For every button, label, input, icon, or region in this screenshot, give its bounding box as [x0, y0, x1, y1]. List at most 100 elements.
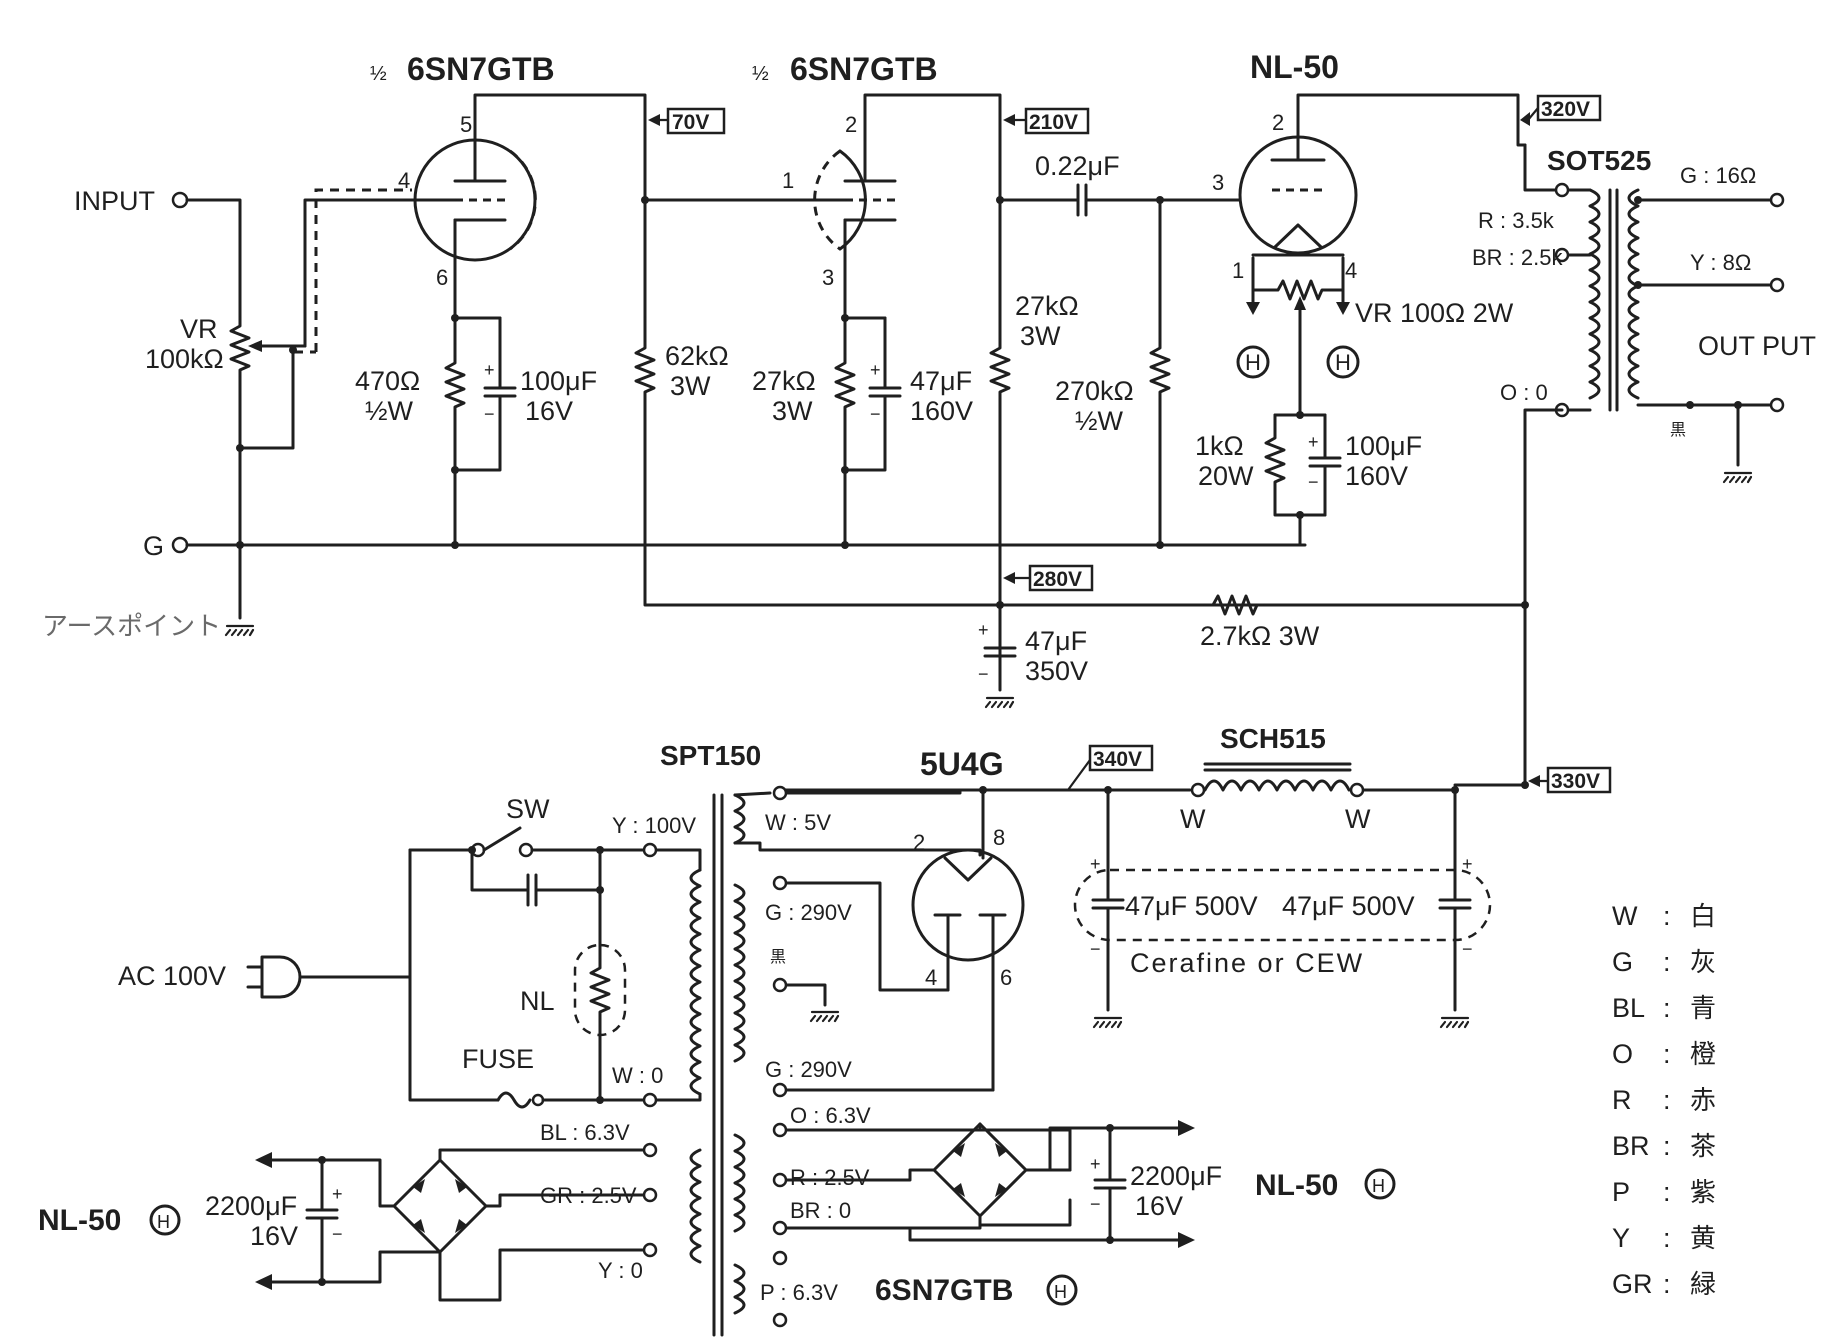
pt-name: SPT150 [660, 740, 761, 771]
v1b-tube [808, 138, 897, 264]
legend-code-7: Y [1612, 1223, 1630, 1253]
legend-code-1: G [1612, 947, 1633, 977]
heater-bridge-left [392, 1158, 488, 1254]
v1b-pin-cathode: 3 [822, 265, 834, 290]
legend-code-3: O [1612, 1039, 1633, 1069]
legend-sep-2: : [1663, 993, 1671, 1023]
nl50-cathode-resistor [1264, 428, 1286, 492]
vr2-value: VR 100Ω 2W [1355, 298, 1514, 328]
rect-pin-b: 4 [925, 965, 937, 990]
pt-p63: P : 6.3V [760, 1280, 838, 1305]
heater-bottom-name: 6SN7GTB [875, 1274, 1013, 1307]
legend-code-8: GR [1612, 1269, 1653, 1299]
fuse-label: FUSE [462, 1044, 534, 1074]
rl1-watts: 3W [670, 371, 711, 401]
legend-color-0: 白 [1690, 902, 1716, 932]
nl50-pin-plate: 2 [1272, 110, 1284, 135]
svg-text:−: − [484, 404, 495, 424]
amplifier-section: INPUT VR 100kΩ G アースポイント [42, 49, 1816, 789]
rk3-value: 1kΩ [1195, 431, 1244, 461]
nl50-name: NL-50 [1250, 49, 1339, 85]
nl50-pin-grid: 3 [1212, 170, 1224, 195]
legend-code-5: BR [1612, 1131, 1650, 1161]
legend-code-0: W [1612, 901, 1638, 931]
pt-y0: Y : 0 [598, 1258, 643, 1283]
cd-volts: 350V [1025, 656, 1088, 686]
pt-r25: R : 2.5V [790, 1165, 870, 1190]
volume-potentiometer [229, 316, 251, 380]
cf1-value: 47μF 500V [1125, 891, 1258, 921]
v1b-pin-plate: 2 [845, 112, 857, 137]
ck3-volts: 160V [1345, 461, 1408, 491]
heater-left-cap: 2200μF [205, 1191, 297, 1221]
ck2-volts: 160V [910, 396, 973, 426]
svg-text:+: + [1462, 854, 1473, 874]
input-label: INPUT [74, 186, 155, 216]
v1a-pin-cathode: 6 [436, 265, 448, 290]
v1a-plate-resistor [634, 338, 656, 402]
pt-bl63: BL : 6.3V [540, 1120, 630, 1145]
legend-color-5: 茶 [1690, 1132, 1716, 1162]
heater-bottom-h: H [1054, 1282, 1067, 1302]
voltage-210v: 210V [1029, 111, 1078, 134]
cd-value: 47μF [1025, 626, 1087, 656]
opt-y-tap: Y : 8Ω [1690, 250, 1751, 275]
svg-text:+: + [978, 620, 989, 640]
opt-r-tap: R : 3.5k [1478, 208, 1555, 233]
opt-br-tap: BR : 2.5k [1472, 245, 1563, 270]
output-label: OUT PUT [1698, 331, 1816, 361]
pt-com: 黒 [770, 947, 786, 966]
choke-w2: W [1345, 804, 1371, 834]
h-mark-1: H [1245, 350, 1261, 375]
grid-resistor [1149, 338, 1171, 402]
rectifier-tube [911, 848, 1025, 1092]
v1a-tube [410, 138, 537, 264]
ck1-volts: 16V [525, 396, 573, 426]
svg-text:+: + [1308, 432, 1319, 452]
rk2-value: 27kΩ [752, 366, 816, 396]
ck2-value: 47μF [910, 366, 972, 396]
v1b-prefix: ½ [752, 63, 769, 85]
heater-left-h: H [157, 1212, 170, 1232]
nl50-pin-fil-b: 4 [1345, 258, 1357, 283]
rl1-value: 62kΩ [665, 341, 729, 371]
rl2-value: 27kΩ [1015, 291, 1079, 321]
rk1-watts: ½W [365, 396, 414, 426]
svg-text:+: + [870, 360, 881, 380]
legend-sep-4: : [1663, 1085, 1671, 1115]
legend-sep-6: : [1663, 1177, 1671, 1207]
svg-text:−: − [1462, 939, 1473, 959]
rk2-watts: 3W [772, 396, 813, 426]
v1b-plate-resistor [989, 338, 1011, 402]
svg-text:−: − [1090, 939, 1101, 959]
choke-name: SCH515 [1220, 723, 1326, 754]
cf-note: Cerafine or CEW [1130, 948, 1364, 978]
rd-value: 2.7kΩ 3W [1200, 621, 1320, 651]
nl50-pin-fil-a: 1 [1232, 258, 1244, 283]
v1a-pin-plate: 5 [460, 112, 472, 137]
opt-name: SOT525 [1547, 145, 1651, 176]
legend-sep-3: : [1663, 1039, 1671, 1069]
voltage-320v: 320V [1541, 98, 1590, 121]
legend-sep-8: : [1663, 1269, 1671, 1299]
cf2-value: 47μF 500V [1282, 891, 1415, 921]
heater-left-name: NL-50 [38, 1204, 121, 1237]
opt-zero-tap: O : 0 [1500, 380, 1548, 405]
svg-text:+: + [1090, 1154, 1101, 1174]
vr1-value: 100kΩ [145, 344, 224, 374]
pt-w5: W : 5V [765, 810, 831, 835]
svg-text:−: − [870, 404, 881, 424]
voltage-280v: 280V [1033, 568, 1082, 591]
pt-br0: BR : 0 [790, 1198, 851, 1223]
voltage-70v: 70V [672, 111, 709, 134]
rect-pin-fil: 8 [993, 825, 1005, 850]
power-supply-section: 330V 5U4G 2 8 4 6 340V SCH515 W W [38, 723, 1612, 1337]
nl50-tube [1238, 135, 1358, 255]
heater-right-name: NL-50 [1255, 1169, 1338, 1202]
ck3-value: 100μF [1345, 431, 1422, 461]
pt-w0: W : 0 [612, 1063, 663, 1088]
legend-sep-5: : [1663, 1131, 1671, 1161]
svg-text:−: − [1308, 472, 1319, 492]
neon-lamp-resistor [589, 958, 611, 1022]
color-code-legend: W : 白 G : 灰 BL : 青 O : 橙 R : 赤 BR : 茶 P … [1612, 901, 1716, 1300]
